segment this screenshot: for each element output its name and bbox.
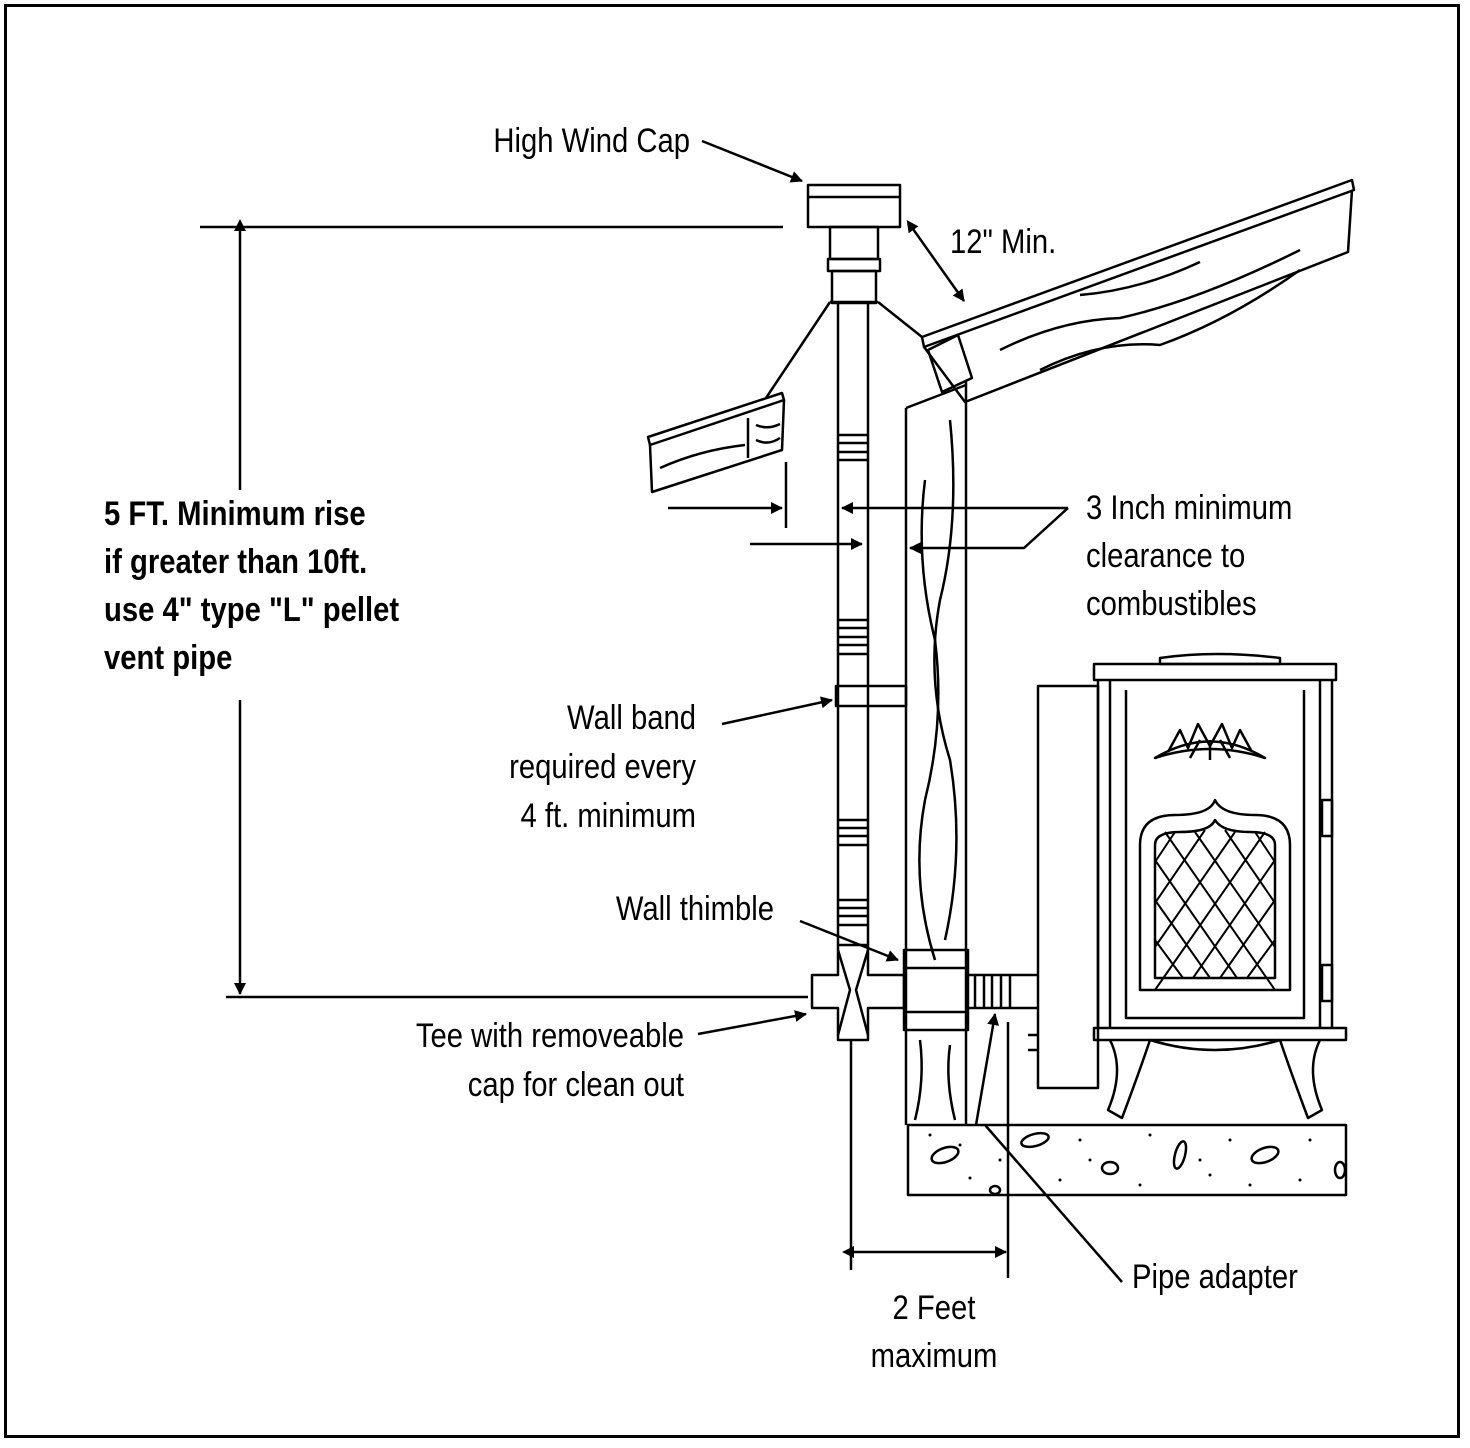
concrete-floor xyxy=(906,1123,1348,1197)
label-two-feet-line-1: 2 Feet xyxy=(892,1289,976,1327)
label-min-rise-line-2: if greater than 10ft. xyxy=(104,543,368,581)
roof-flashing xyxy=(764,300,923,399)
wall-band-drawing xyxy=(834,684,908,708)
tee-drawing xyxy=(810,943,906,1042)
label-high-wind-cap: High Wind Cap xyxy=(493,122,690,160)
twelve-inch-arrow xyxy=(906,220,966,302)
high-wind-cap-arrow xyxy=(701,139,803,183)
label-tee-line-1: Tee with removeable xyxy=(415,1017,684,1055)
label-min-rise-line-3: use 4" type "L" pellet xyxy=(104,591,400,629)
exterior-wall xyxy=(904,380,968,1125)
right-roof xyxy=(920,178,1356,404)
pipe-adapter-arrow xyxy=(974,1013,1000,1126)
pellet-stove xyxy=(1028,652,1348,1120)
label-wall-band-line-3: 4 ft. minimum xyxy=(520,797,696,835)
label-clearance-line-2: clearance to xyxy=(1086,537,1246,575)
horizontal-pipe-adapter xyxy=(968,973,1038,1010)
left-roof-eave xyxy=(646,391,786,494)
label-min-rise-line-4: vent pipe xyxy=(104,639,233,677)
pipe-adapter-leader xyxy=(984,1124,1123,1283)
label-wall-band-line-2: required every xyxy=(509,748,696,786)
wall-thimble-arrow xyxy=(799,919,899,962)
rise-dimension-lines xyxy=(200,219,808,999)
label-clearance-line-1: 3 Inch minimum xyxy=(1086,489,1293,527)
label-clearance-line-3: combustibles xyxy=(1086,585,1257,623)
label-wall-thimble: Wall thimble xyxy=(615,890,774,928)
high-wind-cap-drawing xyxy=(806,183,902,305)
wall-thimble-drawing xyxy=(902,948,970,1032)
concrete-speckles xyxy=(928,1133,1312,1187)
vertical-vent-pipe xyxy=(836,303,870,945)
label-pipe-adapter: Pipe adapter xyxy=(1132,1258,1298,1296)
label-tee-line-2: cap for clean out xyxy=(467,1066,684,1104)
clearance-arrows xyxy=(668,462,1069,554)
tee-arrow xyxy=(697,1010,807,1036)
two-feet-dimension-lines xyxy=(842,1022,1010,1278)
label-two-feet-line-2: maximum xyxy=(870,1337,998,1375)
label-min-rise-line-1: 5 FT. Minimum rise xyxy=(104,495,366,533)
label-wall-band-line-1: Wall band xyxy=(567,699,696,737)
label-12-inch-min: 12" Min. xyxy=(950,223,1057,261)
wall-band-arrow xyxy=(721,696,833,726)
diagram-frame xyxy=(4,4,1460,1438)
